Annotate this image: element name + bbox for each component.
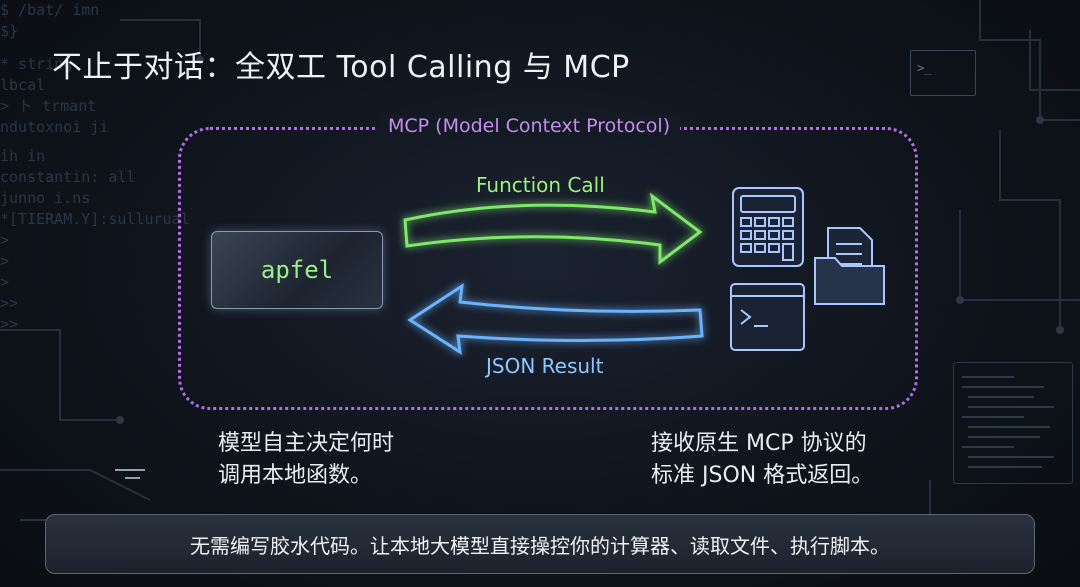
document-lines xyxy=(962,376,1054,468)
page-title: 不止于对话：全双工 Tool Calling 与 MCP xyxy=(52,50,630,85)
code-line: *[TIERAM.Y]:sullurual xyxy=(0,210,190,228)
banner-text: 无需编写胶水代码。让本地大模型直接操控你的计算器、读取文件、执行脚本。 xyxy=(190,533,890,558)
caption-left-line: 模型自主决定何时 xyxy=(218,431,395,456)
code-line: * string xyxy=(0,55,73,73)
code-line: >> xyxy=(0,315,19,333)
caption-left: 模型自主决定何时 调用本地函数。 xyxy=(218,428,394,492)
code-line: ndutoxnoi ji xyxy=(0,118,109,136)
code-line: >> xyxy=(0,294,19,312)
code-line: constantin: all xyxy=(0,168,136,186)
folder-icon xyxy=(814,257,885,305)
function-call-label: Function Call xyxy=(476,173,605,197)
background-terminal-icon: >_ xyxy=(910,50,976,96)
code-line: > xyxy=(0,252,10,270)
code-line: junno i.ns xyxy=(0,189,91,207)
terminal-prompt: >_ xyxy=(917,61,932,75)
code-line: $ /bat/ imn xyxy=(0,1,100,19)
background-document-panel xyxy=(953,362,1073,484)
background-code: $ /bat/ imn $} * string lbcal > ト trmant… xyxy=(0,0,200,335)
code-line: > xyxy=(0,231,10,249)
calculator-icon xyxy=(732,187,804,267)
function-call-arrow xyxy=(403,192,703,265)
apfel-box: apfel xyxy=(211,231,383,309)
code-line: lbcal xyxy=(0,76,46,94)
terminal-icon xyxy=(730,283,805,351)
mcp-frame-label: MCP (Model Context Protocol) xyxy=(378,115,681,137)
code-line: > ト trmant xyxy=(0,97,97,115)
caption-right-line: 标准 JSON 格式返回。 xyxy=(651,463,874,488)
caption-right: 接收原生 MCP 协议的 标准 JSON 格式返回。 xyxy=(651,428,873,492)
apfel-label: apfel xyxy=(260,256,334,284)
caption-left-line: 调用本地函数。 xyxy=(218,463,373,488)
json-result-label: JSON Result xyxy=(486,354,604,378)
code-line: > xyxy=(0,273,10,291)
json-result-arrow xyxy=(407,282,704,355)
caption-right-line: 接收原生 MCP 协议的 xyxy=(651,431,867,456)
code-line: ih in xyxy=(0,147,46,165)
summary-banner: 无需编写胶水代码。让本地大模型直接操控你的计算器、读取文件、执行脚本。 xyxy=(45,514,1035,574)
code-line: $} xyxy=(0,22,19,40)
